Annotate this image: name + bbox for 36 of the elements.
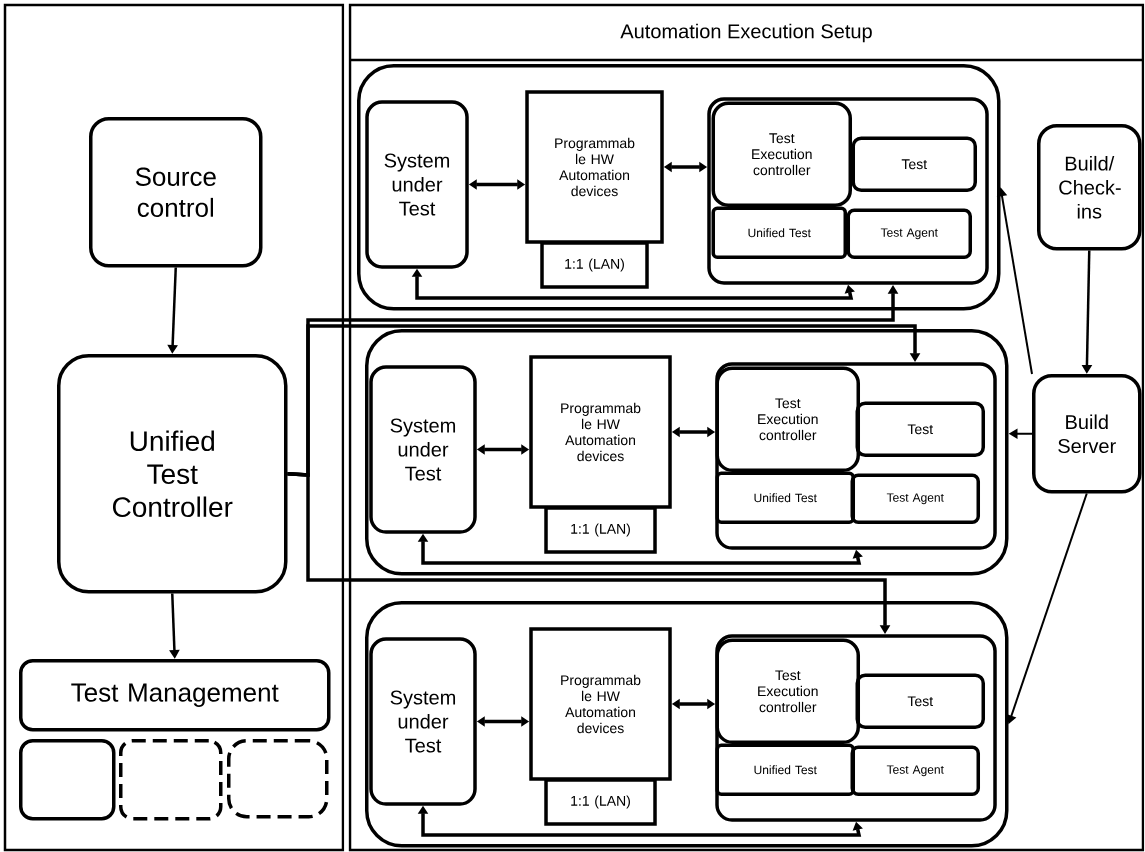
- process-box: System under Test: [369, 637, 477, 806]
- process-box: Test Execution controller: [715, 638, 860, 744]
- connection-box: 1:1 (LAN): [544, 778, 657, 826]
- controller-group: [715, 362, 997, 550]
- rack-group: [365, 329, 1009, 576]
- process-box: Unified Test: [711, 206, 847, 259]
- device-box: Programmab le HW Automation devices: [529, 355, 672, 509]
- controller-group: [715, 634, 997, 822]
- process-box: Unified Test Controller: [57, 354, 288, 594]
- process-box: Test: [855, 401, 985, 457]
- device-box: Programmab le HW Automation devices: [525, 90, 664, 244]
- process-box: Unified Test: [715, 743, 855, 796]
- process-box: Test: [851, 136, 977, 192]
- connection-box: 1:1 (LAN): [544, 506, 657, 554]
- process-box: Build Server: [1032, 374, 1142, 494]
- process-box: Test Management: [19, 659, 331, 732]
- process-box: Source control: [89, 117, 263, 268]
- process-box: Build/ Check- ins: [1037, 124, 1142, 251]
- rack-group: [357, 64, 1001, 311]
- process-box: Unified Test: [715, 471, 855, 524]
- device-box: Programmab le HW Automation devices: [529, 627, 672, 781]
- rack-group: [365, 601, 1009, 848]
- panel: [3, 3, 345, 852]
- connection-box: 1:1 (LAN): [540, 241, 649, 289]
- tool-box: [227, 739, 329, 819]
- process-box: Test Execution controller: [711, 101, 852, 207]
- process-box: System under Test: [365, 100, 469, 269]
- controller-group: [707, 97, 989, 285]
- tool-box: [119, 739, 223, 821]
- process-box: Test: [855, 673, 985, 729]
- tool-box: [19, 739, 116, 821]
- process-box: Test Agent: [850, 745, 980, 796]
- process-box: System under Test: [369, 365, 477, 534]
- process-box: Test Agent: [850, 473, 980, 524]
- process-box: Test Execution controller: [715, 366, 860, 472]
- process-box: Test Agent: [846, 208, 972, 259]
